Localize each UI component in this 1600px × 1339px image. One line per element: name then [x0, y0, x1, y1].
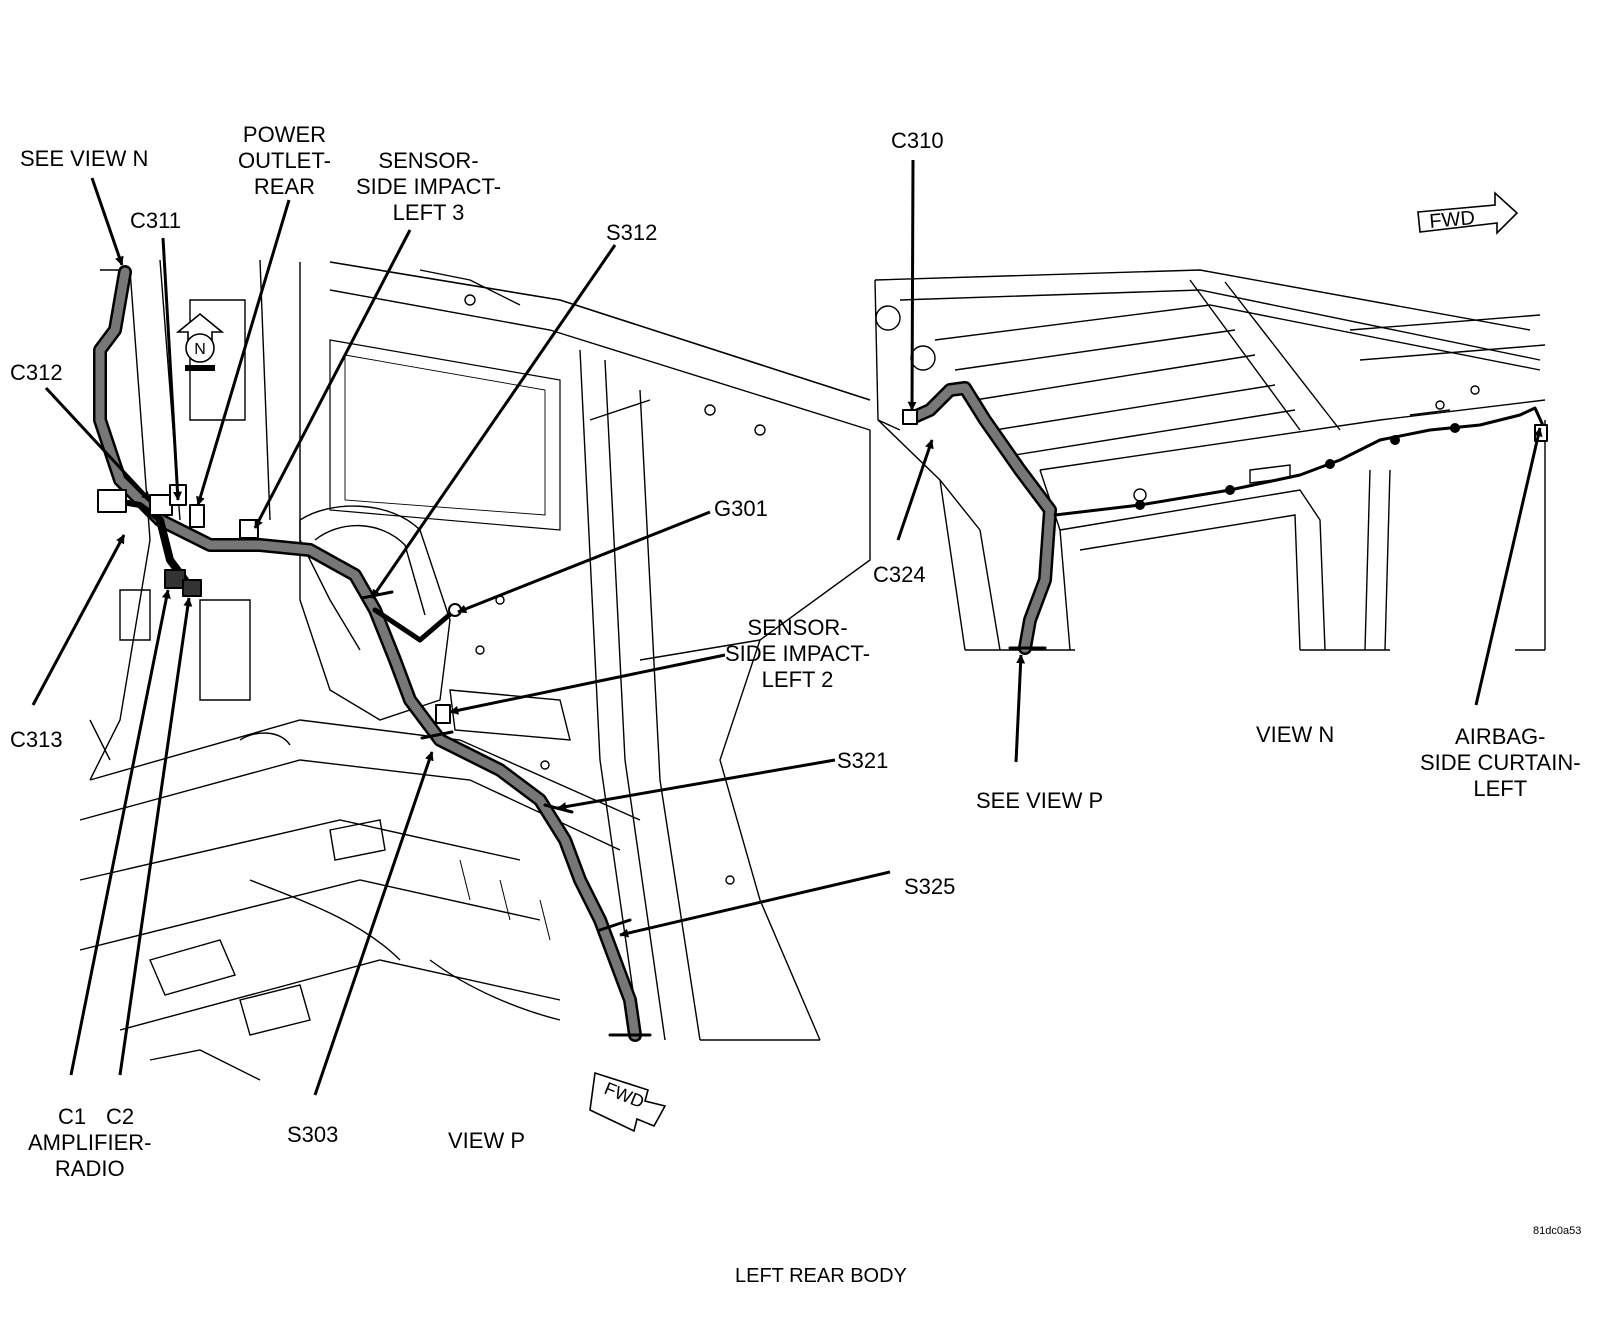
view-p-body-structure — [79, 259, 871, 1081]
fwd-arrow-view-n — [1417, 191, 1519, 235]
leader-see-view-n — [90, 177, 124, 266]
leader-c1 — [69, 589, 171, 1076]
label-sensor-side-impact-left-3: SENSOR- SIDE IMPACT- LEFT 3 — [356, 148, 501, 226]
label-line: SIDE CURTAIN- — [1420, 750, 1581, 775]
leader-c310 — [907, 159, 917, 411]
leader-c312 — [44, 386, 152, 502]
leader-c324 — [896, 439, 934, 541]
label-airbag-side-curtain-left: AIRBAG- SIDE CURTAIN- LEFT — [1420, 724, 1581, 802]
leader-c313 — [31, 534, 126, 706]
label-c324: C324 — [873, 562, 926, 587]
leader-s321 — [557, 758, 836, 812]
label-g301: G301 — [714, 496, 768, 521]
leader-power-outlet — [196, 199, 291, 506]
label-amplifier-radio: AMPLIFIER- RADIO — [28, 1130, 151, 1182]
label-see-view-p: SEE VIEW P — [976, 788, 1104, 813]
figure-code: 81dc0a53 — [1533, 1225, 1582, 1237]
leader-arrows — [31, 159, 1543, 1096]
label-c313: C313 — [10, 727, 63, 752]
label-line: RADIO — [54, 1156, 125, 1181]
label-c310: C310 — [891, 128, 944, 153]
leader-sensor-left-3 — [253, 229, 412, 529]
label-sensor-side-impact-left-2: SENSOR- SIDE IMPACT- LEFT 2 — [725, 615, 870, 693]
label-line: REAR — [253, 174, 316, 199]
label-s321: S321 — [837, 748, 889, 773]
label-line: AIRBAG- — [1455, 724, 1546, 749]
label-line: POWER — [242, 122, 327, 147]
label-line: OUTLET- — [238, 148, 331, 173]
label-s312: S312 — [606, 220, 658, 245]
view-n-roof-structure — [874, 269, 1546, 651]
label-line: SENSOR- — [378, 148, 479, 173]
leader-airbag-curtain — [1474, 427, 1543, 706]
leader-c2 — [118, 597, 193, 1076]
leader-s325 — [619, 870, 891, 938]
fwd-text-view-n: FWD — [1429, 207, 1476, 233]
label-line: SENSOR- — [747, 615, 848, 640]
label-view-p: VIEW P — [448, 1128, 526, 1153]
label-line: SIDE IMPACT- — [356, 174, 502, 199]
label-s303: S303 — [287, 1122, 339, 1147]
view-p-wiring-harness — [93, 265, 652, 1042]
label-see-view-n: SEE VIEW N — [20, 146, 149, 171]
label-line: SIDE IMPACT- — [725, 641, 871, 666]
leader-see-view-p — [1014, 654, 1026, 763]
label-view-n: VIEW N — [1256, 722, 1335, 747]
label-s325: S325 — [904, 874, 956, 899]
label-line: LEFT 3 — [392, 200, 465, 225]
diagram-caption: LEFT REAR BODY — [735, 1265, 907, 1287]
label-power-outlet-rear: POWER OUTLET- REAR — [238, 122, 331, 200]
label-c312: C312 — [10, 360, 63, 385]
north-marker-text: N — [194, 341, 206, 358]
label-line: AMPLIFIER- — [28, 1130, 152, 1155]
label-c311: C311 — [130, 208, 181, 233]
fwd-arrow-view-p — [589, 1071, 667, 1133]
leader-sensor-left-2 — [449, 653, 726, 715]
leader-s312 — [370, 244, 617, 599]
label-line: LEFT 2 — [761, 667, 834, 692]
label-c2: C2 — [106, 1104, 135, 1129]
leader-c311 — [161, 237, 183, 501]
north-view-marker — [175, 312, 225, 371]
label-c1: C1 — [58, 1104, 87, 1129]
leader-s303 — [313, 751, 434, 1096]
leader-g301 — [457, 510, 711, 614]
label-line: LEFT — [1473, 776, 1528, 801]
view-n-wiring-harness — [902, 381, 1548, 655]
